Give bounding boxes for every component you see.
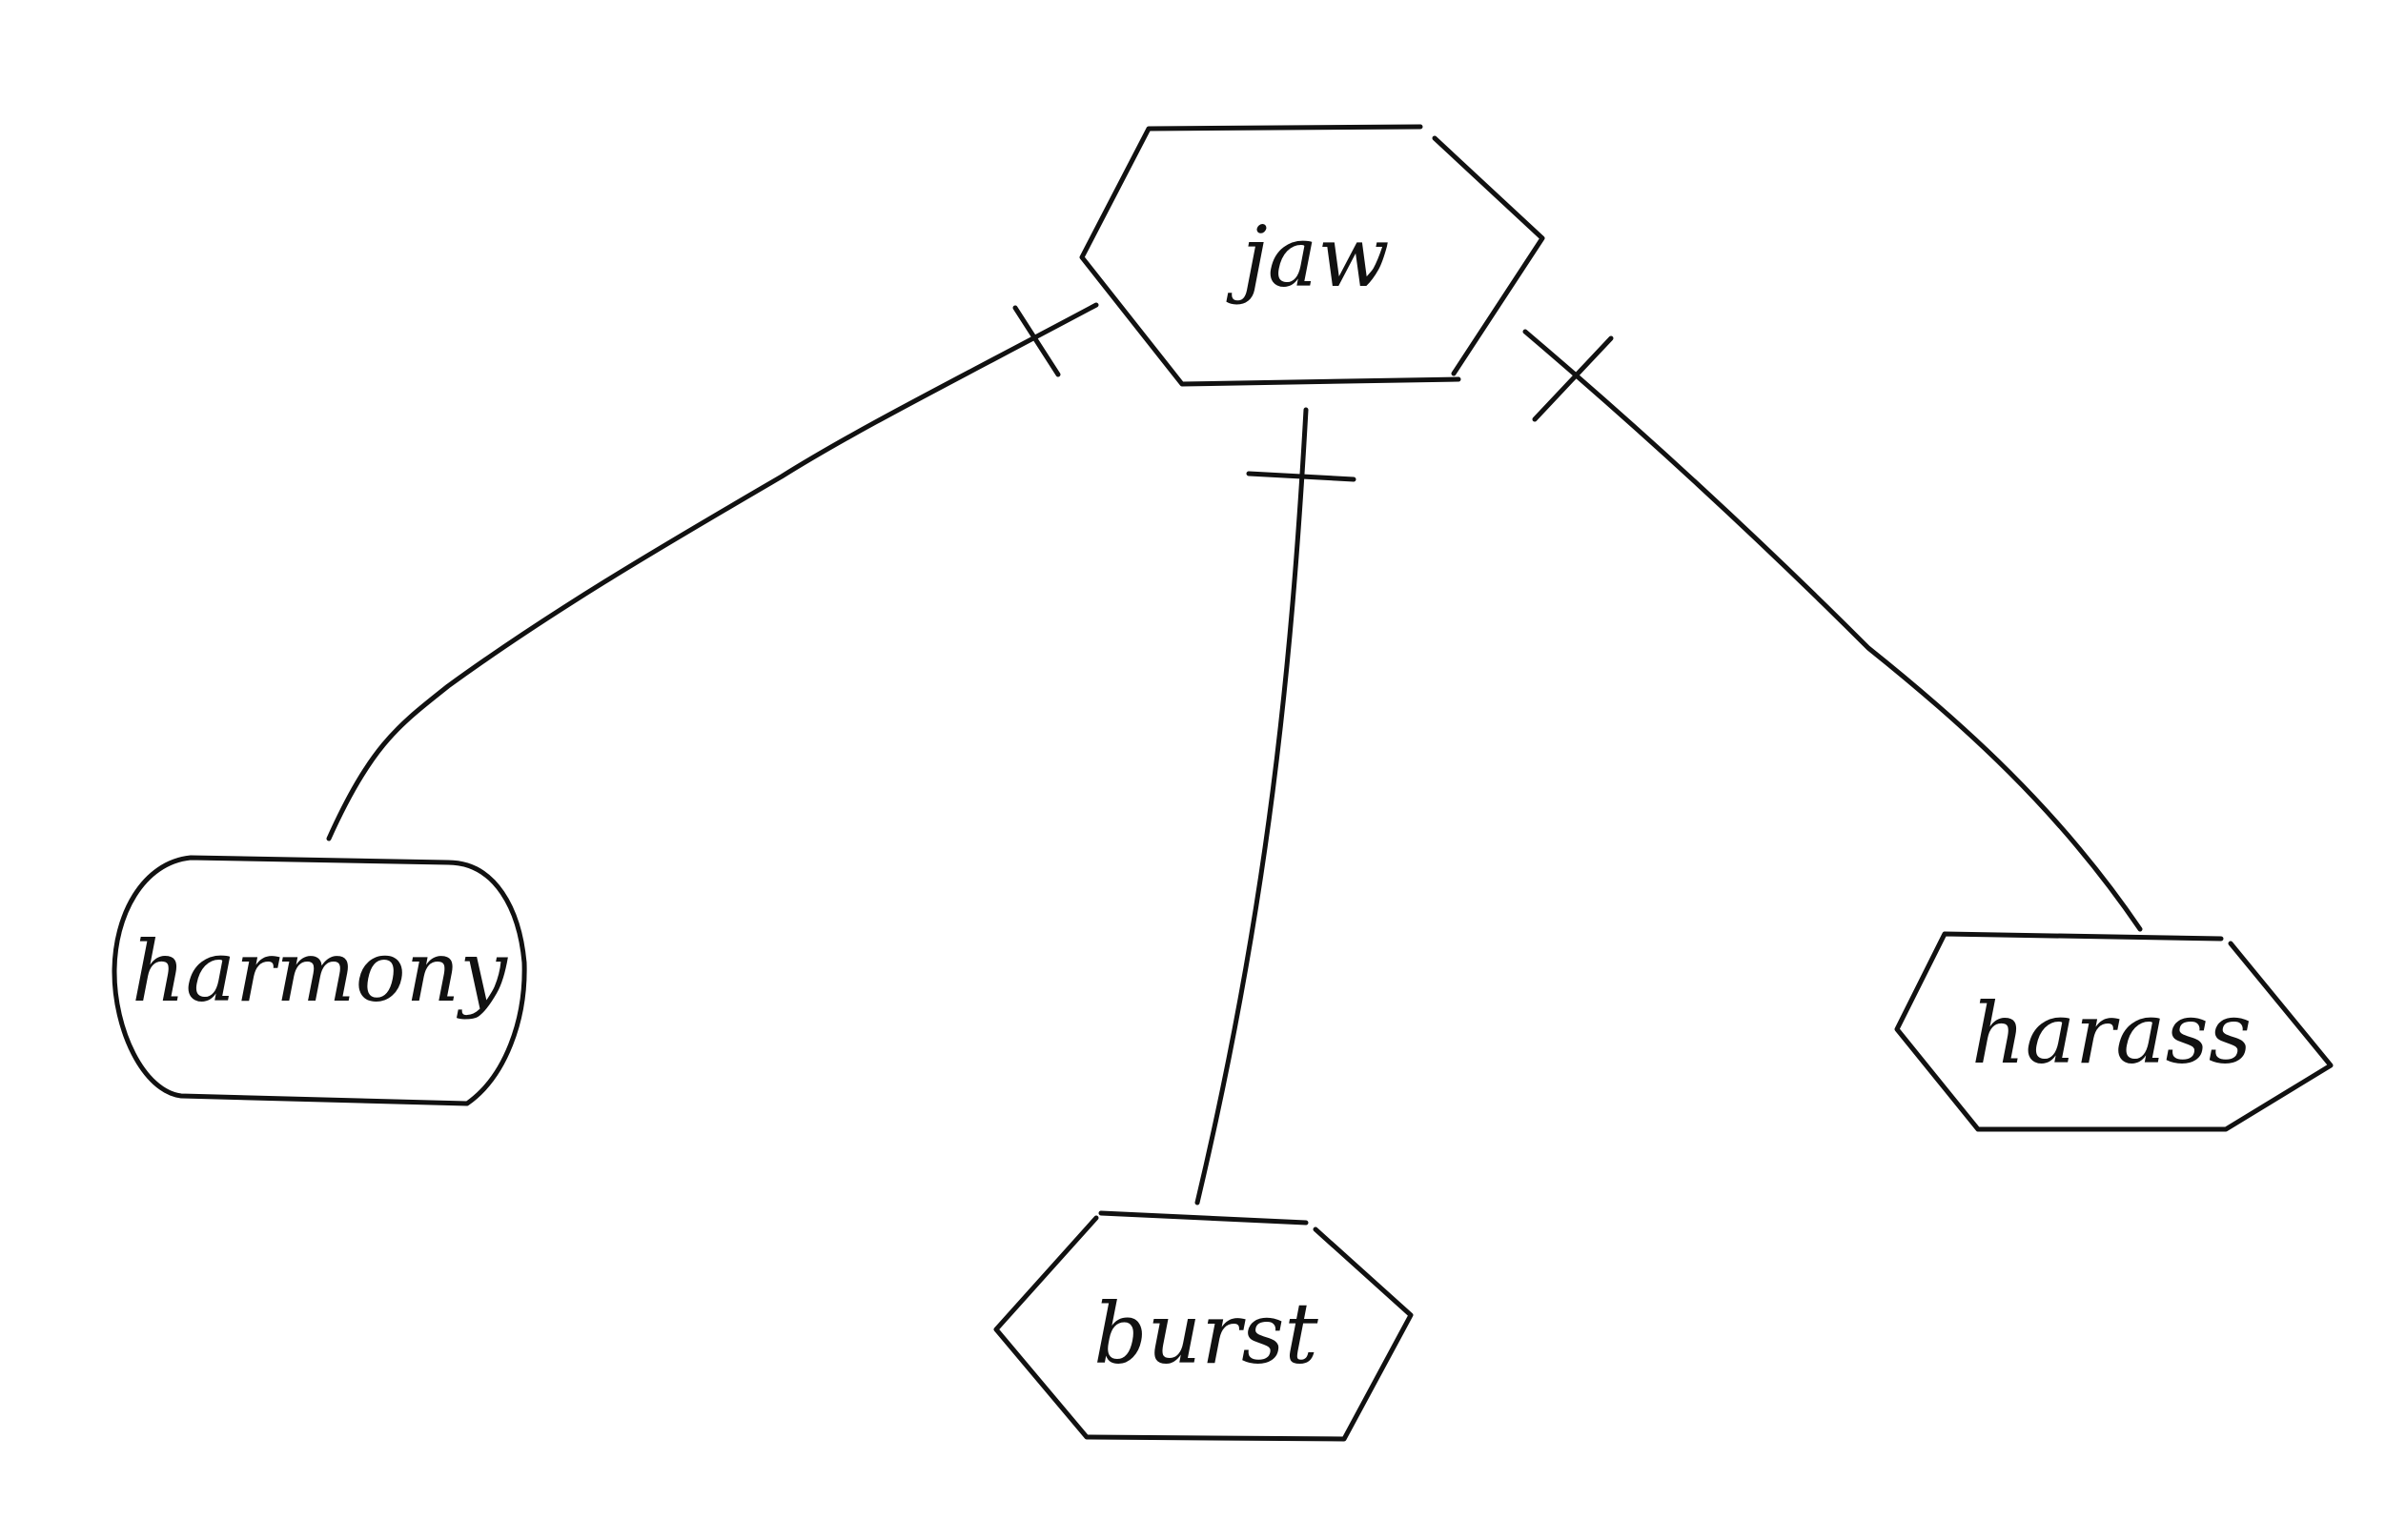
edge-line-jaw-harass (1522, 329, 2143, 932)
node-burst: burst (993, 1210, 1414, 1442)
edge-jaw-burst (1194, 407, 1356, 1206)
node-harass-shape (1894, 931, 2334, 1132)
edge-bar-jaw-harmony (1012, 305, 1061, 377)
node-jaw-label: jaw (1225, 208, 1389, 306)
edge-line-jaw-burst (1194, 407, 1309, 1206)
edge-jaw-harass (1522, 329, 2143, 932)
edge-bar-jaw-burst (1246, 471, 1356, 482)
node-harmony: harmony (112, 855, 527, 1106)
node-harass: harass (1894, 931, 2334, 1132)
node-jaw: jaw (1079, 124, 1545, 387)
edge-jaw-harmony (326, 302, 1099, 841)
node-harmony-shape (112, 855, 527, 1106)
edge-line-jaw-harmony (326, 302, 1099, 841)
node-burst-label: burst (1093, 1285, 1318, 1383)
node-burst-shape (993, 1210, 1414, 1442)
edge-bar-jaw-harass (1532, 335, 1614, 422)
node-harass-label: harass (1971, 984, 2252, 1083)
node-jaw-shape (1079, 124, 1545, 387)
node-harmony-label: harmony (132, 922, 508, 1021)
